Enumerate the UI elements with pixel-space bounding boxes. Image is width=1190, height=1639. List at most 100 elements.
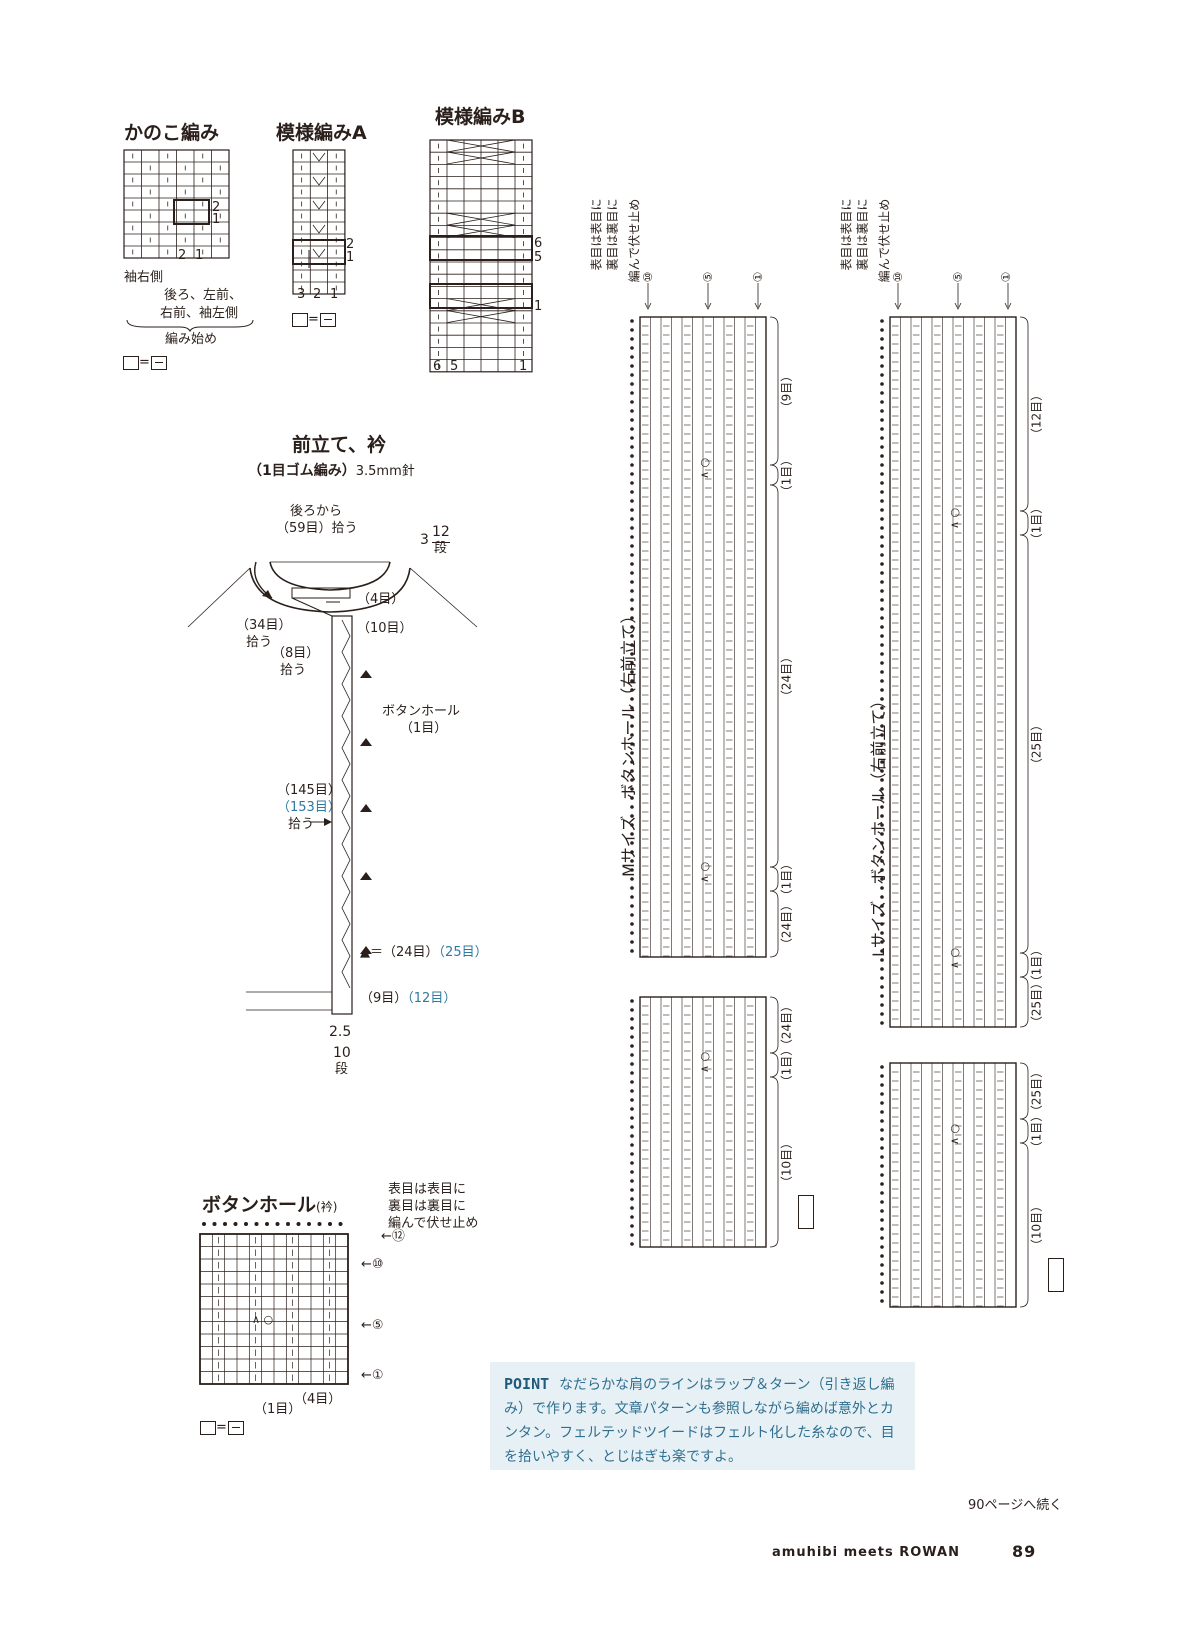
collar-bh-row-1: ←① [361,1368,384,1383]
kanoko-legend: = [123,355,167,370]
band-st153: （153目） [277,800,341,815]
band-st10: （10目） [357,621,413,636]
band-rows-12: 12 [432,524,450,543]
l-size-bind3: 編んで伏せ止め [877,198,892,283]
l-segment-label: （12目） [1029,388,1044,441]
patternB-row-5: 5 [534,250,543,265]
band-width: 2.5 [329,1024,352,1040]
svg-text:∧ ○: ∧ ○ [698,862,711,883]
m-segment-label: （1目） [779,1043,794,1088]
patternA-row-2: 2 [346,237,355,252]
l-size-legend [1048,1258,1064,1292]
l-segment-label: （1目） [1029,501,1044,546]
band-pick-8: 拾う [280,663,307,678]
band-st145: （145目） [277,783,341,798]
l-size-chart: ∧ ○ ∧ ○ ∧ ○ [880,283,1029,1308]
kanoko-brace [126,250,310,333]
legend-blank-box [123,355,139,370]
kanoko-start: 編み始め [165,332,218,347]
band-schematic [187,561,478,1015]
svg-text:∧ ○: ∧ ○ [948,1124,961,1145]
point-text: なだらかな肩のラインはラップ＆ターン（引き返し編み）で作ります。文章パターンも参… [504,1377,895,1465]
kanoko-right-sleeve-left: 右前、袖左側 [160,306,239,321]
collar-bh-st4: （4目） [294,1392,342,1407]
collar-bh-title: ボタンホール(衿) [202,1190,337,1217]
l-segment-label: （10目） [1029,1199,1044,1252]
band-subtitle-text: （1目ゴム編み） [248,463,356,479]
collar-bh-row-12: ←⑫ [381,1229,405,1244]
kanoko-chart [123,149,230,259]
collar-bh-bind2: 裏目は裏目に [388,1199,467,1214]
collar-bh-title-text: ボタンホール [202,1194,317,1216]
l-size-row-1: ① [999,271,1013,283]
kanoko-title: かのこ編み [124,122,220,144]
kanoko-sleeve-right: 袖右側 [124,270,164,285]
band-buttonhole-count: （1目） [400,721,448,736]
band-pick59: （59目）拾う [276,521,358,536]
patternB-chart [429,139,533,373]
patternA-stitch-3: 3 [297,287,306,302]
l-segment-label: （1目） [1029,1109,1044,1154]
band-st12-l: （12目） [407,991,457,1006]
patternA-legend: = [292,312,336,327]
legend-equals: = [216,1420,228,1435]
band-st9-m: （9目） [360,991,408,1006]
legend-blank-box [292,312,308,327]
kanoko-stitch-2: 2 [178,248,187,263]
collar-bh-chart: ∧ ○ [199,1222,349,1385]
m-segment-label: （24目） [779,650,794,703]
kanoko-back-left: 後ろ、左前、 [164,288,243,303]
svg-text:∧ ○: ∧ ○ [698,458,711,479]
continue-note: 90ページへ続く [968,1498,1063,1513]
collar-bh-title-sub: (衿) [316,1200,338,1214]
m-segment-label: （9目） [779,369,794,414]
band-tri-eq-m: ＝（24目） [370,945,439,960]
patternA-chart [292,149,346,295]
m-size-bind3: 編んで伏せ止め [627,198,642,283]
band-tri-eq: ▲＝（24目）（25目） [360,945,488,960]
band-st9: （9目）（12目） [360,991,456,1007]
point-keyword: POINT [504,1375,550,1393]
band-st8: （8目） [272,646,320,661]
l-segment-label: （25目） [1029,976,1044,1029]
patternB-stitch-5: 5 [450,359,459,374]
legend-purl-box [319,312,336,327]
kanoko-row-1: 1 [212,212,221,227]
collar-bh-st1: （1目） [254,1402,302,1417]
m-segment-label: （24目） [779,898,794,951]
band-st34: （34目） [236,618,292,633]
patternA-title: 模様編みA [276,122,367,144]
l-size-bind1: 表目は表目に [839,198,854,271]
page-number: 89 [1012,1542,1037,1561]
band-title: 前立て、衿 [292,434,387,456]
collar-bh-bind3: 編んで伏せ止め [388,1216,479,1231]
band-rows-unit: 段 [434,541,448,556]
legend-purl-box [150,355,167,370]
band-rows10: 10 [333,1045,351,1061]
l-size-bind2: 裏目は裏目に [855,198,870,271]
collar-bh-row1-text: ① [371,1368,384,1383]
band-from-back: 後ろから [290,504,343,519]
legend-purl-box [227,1420,244,1435]
patternB-stitch-6: 6 [433,359,442,374]
patternB-stitch-1: 1 [519,359,528,374]
legend-equals: = [308,312,320,327]
collar-bh-row12-text: ⑫ [391,1229,405,1244]
m-size-bind2: 裏目は裏目に [605,198,620,271]
legend-blank-box [200,1420,216,1435]
band-pick-145: 拾う [288,817,315,832]
collar-bh-row10-text: ⑩ [371,1257,384,1272]
collar-bh-row5-text: ⑤ [371,1318,384,1333]
m-size-chart: ∧ ○ ∧ ○ ∧ ○ [630,283,779,1248]
patternA-stitch-1: 1 [330,287,339,302]
band-st4: （4目） [357,592,405,607]
kanoko-stitch-1: 1 [195,248,204,263]
m-size-legend [798,1195,814,1229]
band-buttonhole: ボタンホール [382,704,461,719]
band-rows10-unit: 段 [335,1062,349,1077]
band-rows-3: 3 [420,532,429,548]
band-pick-34: 拾う [246,635,273,650]
patternB-row-1: 1 [534,299,543,314]
m-size-bind1: 表目は表目に [589,198,604,271]
